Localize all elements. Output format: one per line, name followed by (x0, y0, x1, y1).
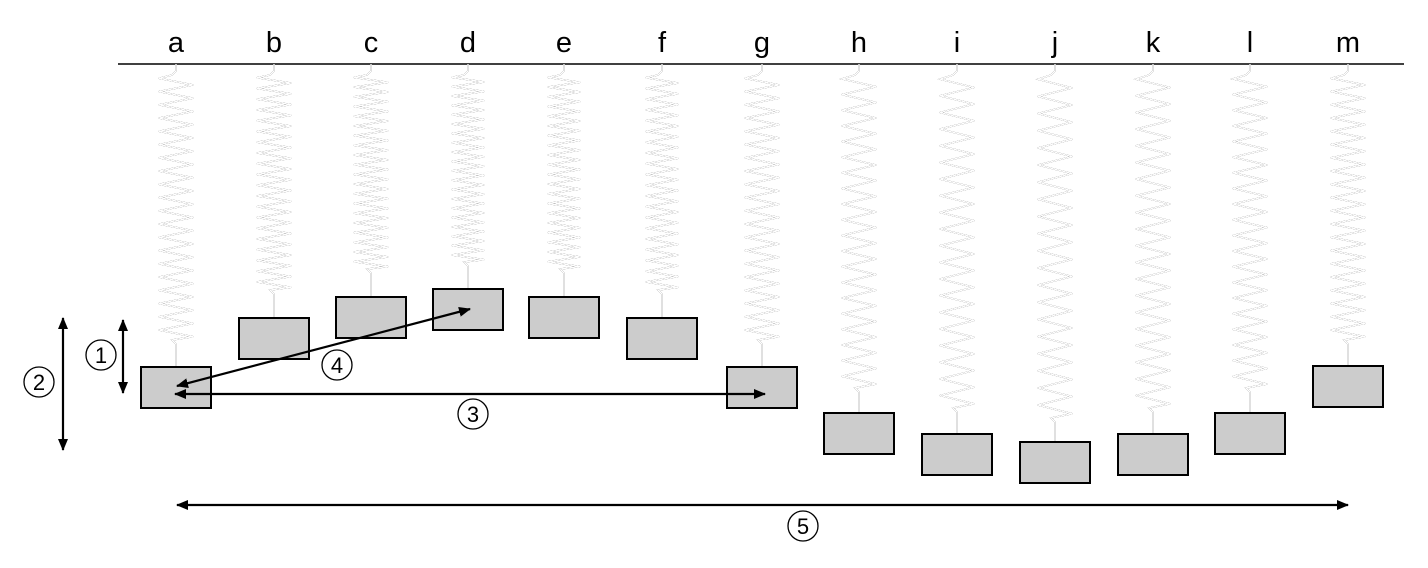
spring-label-m: m (1336, 27, 1360, 59)
marker-4-text: 4 (331, 353, 343, 378)
spring-f: f (626, 27, 698, 360)
spring-a: a (140, 27, 212, 409)
spring-label-i: i (954, 27, 960, 59)
marker-3: 3 (457, 398, 489, 430)
marker-1: 1 (85, 339, 117, 371)
spring-coil-inner-a (158, 64, 194, 367)
arrows-layer (58, 306, 1349, 510)
spring-coil-a (158, 64, 194, 367)
spring-coil-inner-d (451, 64, 485, 289)
spring-coil-inner-b (256, 64, 292, 318)
mass-b (238, 317, 310, 360)
marker-1-text: 1 (95, 343, 107, 368)
mass-h (823, 412, 895, 455)
mass-l (1214, 412, 1286, 455)
marker-2-text: 2 (33, 370, 45, 395)
mass-e (528, 296, 600, 339)
spring-j: j (1019, 27, 1091, 484)
mass-f (626, 317, 698, 360)
marker-2: 2 (23, 366, 55, 398)
spring-coil-inner-c (353, 64, 389, 297)
spring-label-k: k (1146, 27, 1161, 59)
spring-c: c (335, 27, 407, 339)
mass-c (335, 296, 407, 339)
spring-coil-inner-j (1035, 64, 1073, 442)
spring-coil-inner-l (1230, 64, 1268, 413)
mass-g (726, 366, 798, 409)
spring-g: g (726, 27, 798, 409)
mass-m (1312, 365, 1384, 408)
marker-5-text: 5 (797, 514, 809, 539)
mass-j (1019, 441, 1091, 484)
spring-label-e: e (556, 27, 572, 59)
spring-label-a: a (168, 27, 185, 59)
spring-label-f: f (658, 27, 667, 59)
spring-coil-inner-m (1330, 64, 1366, 366)
spring-coil-inner-f (645, 64, 679, 318)
spring-m: m (1312, 27, 1384, 408)
spring-label-c: c (364, 27, 379, 59)
mass-a (140, 366, 212, 409)
spring-h: h (823, 27, 895, 455)
marker-5: 5 (787, 510, 819, 542)
spring-label-l: l (1247, 27, 1253, 59)
spring-coil-inner-i (937, 64, 975, 434)
spring-label-h: h (851, 27, 867, 59)
spring-coil-inner-e (547, 64, 581, 297)
spring-label-d: d (460, 27, 476, 59)
spring-label-b: b (266, 27, 282, 59)
marker-4: 4 (321, 349, 353, 381)
spring-l: l (1214, 27, 1286, 455)
marker-3-text: 3 (467, 402, 479, 427)
mass-i (921, 433, 993, 476)
springs-layer: a b c d e f g h i j k l m (140, 27, 1384, 484)
spring-coil-inner-h (839, 64, 877, 413)
mass-k (1117, 433, 1189, 476)
spring-label-j: j (1051, 27, 1058, 59)
spring-i: i (921, 27, 993, 476)
spring-coil-inner-g (744, 64, 780, 367)
spring-k: k (1117, 27, 1189, 476)
spring-b: b (238, 27, 310, 360)
spring-d: d (432, 27, 504, 331)
spring-e: e (528, 27, 600, 339)
spring-coil-g (744, 64, 780, 367)
spring-coil-inner-k (1133, 64, 1171, 434)
spring-label-g: g (754, 27, 770, 59)
arrow-4 (176, 306, 471, 389)
